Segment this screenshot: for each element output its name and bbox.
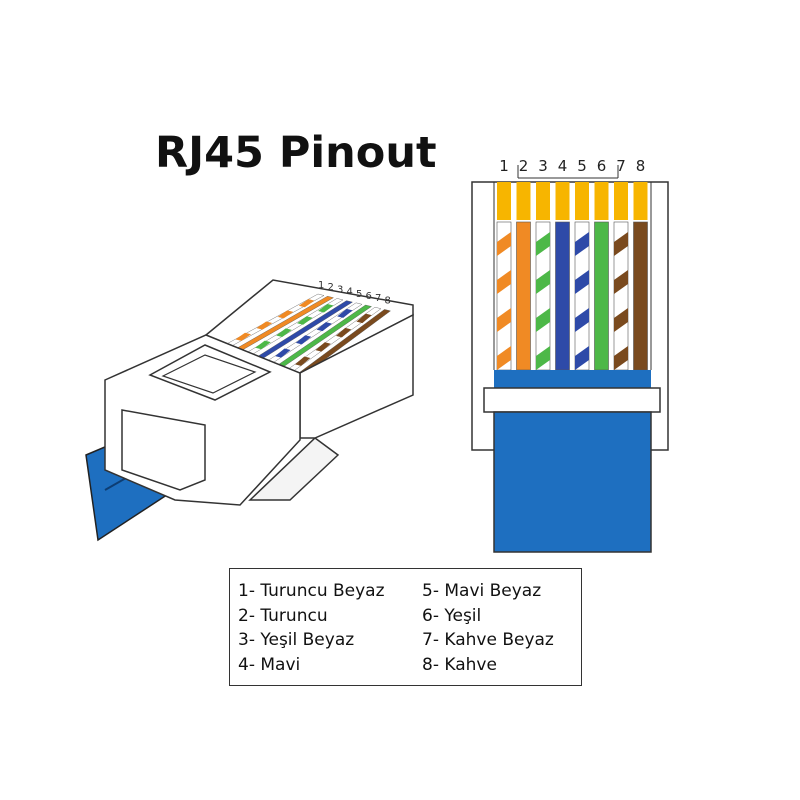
legend-left-column: 1- Turuncu Beyaz 2- Turuncu 3- Yeşil Bey… [238, 579, 385, 677]
pin-contact [516, 182, 531, 220]
wire-stripe [316, 322, 332, 332]
wire-stripe [614, 270, 628, 294]
pin-number: 1 [318, 280, 324, 291]
wire-stripe [614, 308, 628, 332]
legend-item: 7- Kahve Beyaz [422, 630, 554, 650]
wire-pin-8 [633, 221, 648, 371]
legend-item: 1- Turuncu Beyaz [238, 581, 385, 601]
wire-stripe [337, 308, 353, 318]
wire-stripe [318, 303, 334, 313]
wire-stripe [575, 308, 589, 332]
pin-contact [555, 182, 570, 220]
wire-stripe [295, 335, 312, 345]
cable-flat [493, 411, 652, 553]
legend-item: 3- Yeşil Beyaz [238, 630, 355, 650]
legend-item: 8- Kahve [422, 654, 497, 675]
wire-stripe [536, 308, 550, 332]
pin-number: 2 [519, 157, 529, 175]
pin-contact [614, 182, 628, 220]
wire-stripe [614, 232, 628, 256]
wire-stripe [255, 340, 271, 350]
legend-item: 4- Mavi [238, 654, 301, 675]
wire-stripe [277, 310, 294, 319]
pin-number: 3 [538, 157, 548, 175]
pin-number: 6 [597, 157, 607, 175]
wire-stripe [497, 346, 511, 370]
wire-stripe [575, 232, 589, 256]
pin-contact [575, 182, 589, 220]
legend-item: 5- Mavi Beyaz [422, 581, 542, 601]
cable-crimp-band [483, 387, 661, 413]
pin-number: 4 [558, 157, 568, 175]
legend-item: 2- Turuncu [238, 605, 328, 626]
page-title: RJ45 Pinout [155, 128, 437, 178]
wire-stripe [536, 346, 550, 370]
legend-item: 6- Yeşil [422, 605, 482, 626]
wire-stripe [536, 232, 550, 256]
pin-contact [594, 182, 609, 220]
wire-stripe [298, 299, 315, 308]
wire-pin-2 [516, 221, 531, 371]
wire-pin-4 [555, 221, 570, 371]
wire-stripe [297, 316, 313, 325]
color-legend: 1- Turuncu Beyaz 2- Turuncu 3- Yeşil Bey… [229, 568, 582, 686]
wire-stripe [356, 313, 372, 324]
wire-stripe [575, 270, 589, 294]
wire-stripe [614, 346, 628, 370]
pin-contact [536, 182, 550, 220]
pin-number: 5 [356, 289, 362, 300]
legend-right-column: 5- Mavi Beyaz 6- Yeşil 7- Kahve Beyaz 8-… [422, 579, 554, 677]
latch-3d [248, 437, 340, 501]
pin-contact [497, 182, 511, 220]
wire-stripe [315, 342, 331, 352]
wire-stripe [575, 346, 589, 370]
pin-number: 2 [328, 282, 334, 293]
wire-stripe [235, 332, 252, 341]
pin-number: 8 [385, 295, 391, 306]
wire-stripe [335, 327, 352, 338]
pin-number: 8 [636, 157, 646, 175]
wire-stripe [276, 328, 292, 337]
wire-stripe [497, 232, 511, 256]
pin-contact [633, 182, 648, 220]
wire-pin-6 [594, 221, 609, 371]
pin-number: 1 [499, 157, 509, 175]
pin-number: 4 [347, 287, 353, 298]
wire-stripe [497, 270, 511, 294]
pin-number: 3 [337, 284, 343, 295]
pin-number: 7 [375, 293, 381, 304]
wire-stripe [497, 308, 511, 332]
wire-stripe [295, 356, 311, 366]
pin-number: 5 [577, 157, 587, 175]
wire-stripe [536, 270, 550, 294]
wire-stripe [275, 348, 291, 358]
pin-number: 6 [366, 291, 372, 302]
pin-number: 7 [616, 157, 626, 175]
cable-flat-top [494, 370, 651, 390]
wire-stripe [256, 321, 273, 330]
